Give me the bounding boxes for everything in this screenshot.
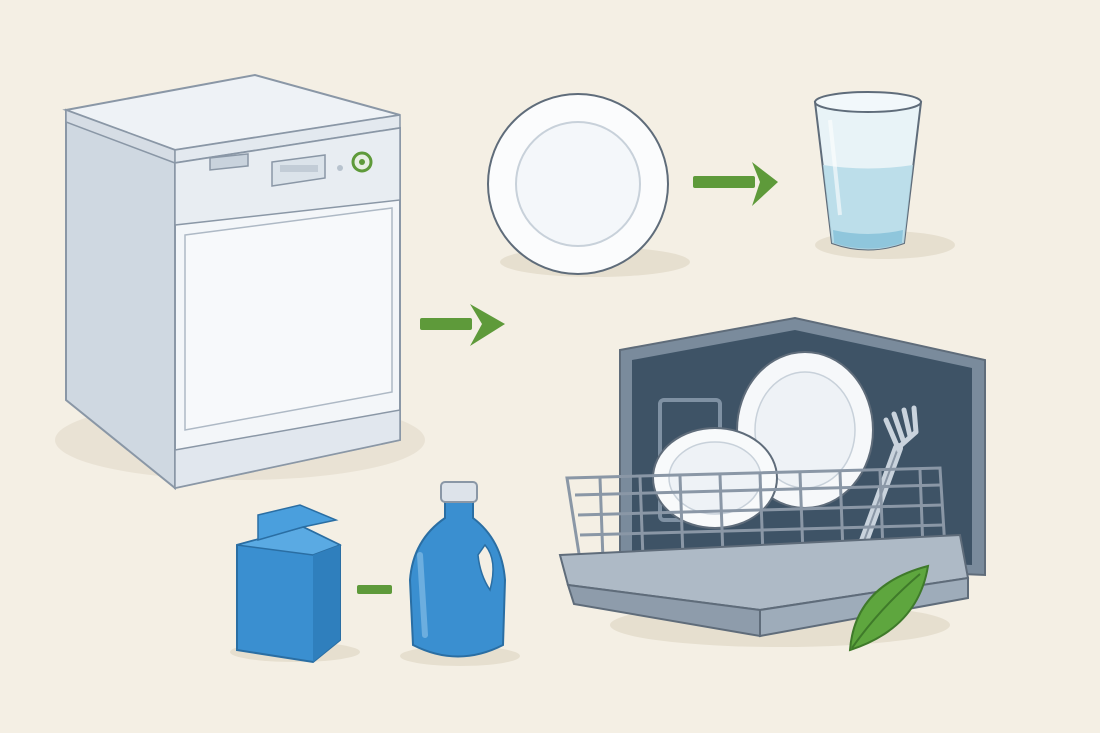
carton-icon: [230, 504, 360, 664]
dishwasher-icon: [55, 73, 425, 491]
bottle-icon: [400, 481, 520, 666]
dish-rack-icon: [558, 316, 986, 647]
glass-icon: [813, 91, 955, 259]
fork-icon: [855, 405, 919, 557]
leaf-icon: [848, 564, 930, 652]
arrow-icon: [420, 304, 505, 346]
dash-icon: [357, 585, 392, 594]
arrow-icon: [693, 162, 778, 206]
plate-icon: [487, 93, 690, 277]
